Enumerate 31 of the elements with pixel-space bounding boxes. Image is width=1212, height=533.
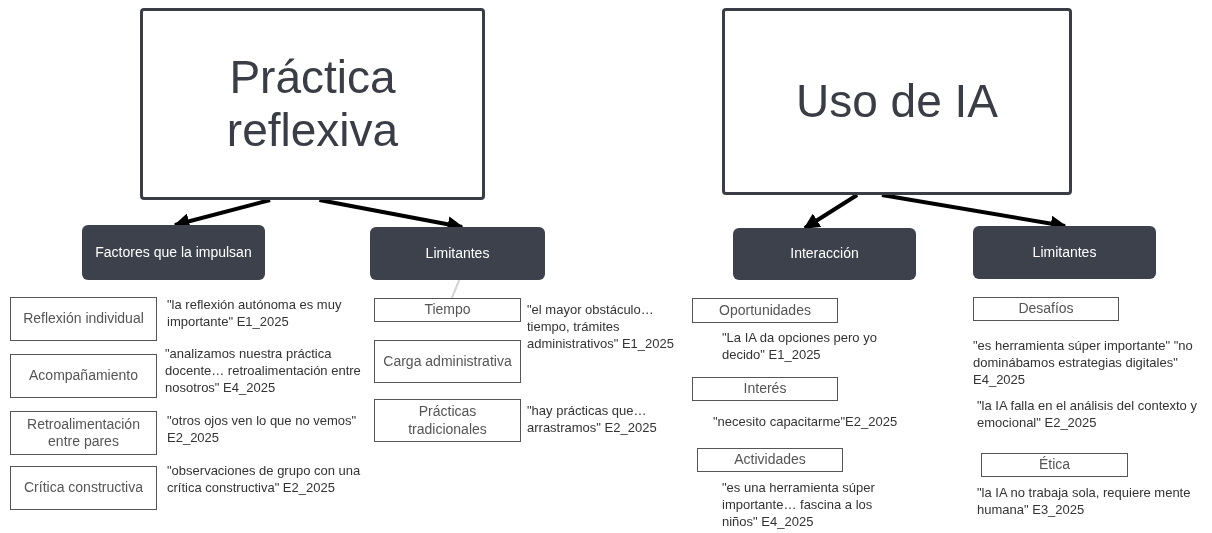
quote-text: "hay prácticas que… arrastramos" E2_2025 (527, 403, 658, 437)
subcategory-box: Prácticas tradicionales (374, 399, 521, 442)
quote-text: "la IA no trabaja sola, requiere mente humana" E3_2025 (977, 485, 1192, 519)
quote-text: "necesito capacitarme"E2_2025 (713, 414, 899, 431)
subcategory-box: Retroalimentación entre pares (10, 411, 157, 455)
subcategory-box: Actividades (697, 448, 843, 472)
quote-text: "La IA da opciones pero yo decido" E1_2025 (722, 330, 878, 364)
quote-text: "es una herramienta súper importante… fascina a los niños" E4_2025 (722, 480, 876, 531)
arrow (803, 193, 859, 230)
subcategory-box: Carga administrativa (374, 340, 521, 383)
subcategory-box: Interés (692, 377, 838, 401)
subcategory-box: Reflexión individual (10, 297, 157, 341)
subcategory-box: Tiempo (374, 298, 521, 322)
subcategory-box: Ética (981, 453, 1128, 477)
category-box: Limitantes (370, 227, 545, 280)
subcategory-box: Crítica constructiva (10, 466, 157, 510)
title-box: Uso de IA (722, 8, 1072, 195)
quote-text: "el mayor obstáculo… tiempo, trámites administrativos" E1_2025 (527, 302, 675, 353)
subcategory-box: Oportunidades (692, 298, 838, 323)
quote-text: "la IA falla en el análisis del contexto y emocional" E2_2025 (977, 398, 1198, 432)
quote-text: "observaciones de grupo con una crítica constructiva" E2_2025 (167, 463, 362, 497)
quote-text: "analizamos nuestra práctica docente… retroalimentación entre nosotros" E4_2025 (165, 346, 362, 397)
category-box: Factores que la impulsan (82, 225, 265, 280)
subcategory-box: Desafíos (973, 297, 1119, 321)
quote-text: "es herramienta súper importante" "no dominábamos estrategias digitales" E4_2025 (973, 338, 1194, 389)
quote-text: "otros ojos ven lo que no vemos" E2_2025 (167, 413, 358, 447)
category-box: Limitantes (973, 226, 1156, 279)
category-box: Interacción (733, 228, 916, 280)
quote-text: "la reflexión autónoma es muy importante" E1_2025 (167, 297, 343, 331)
title-box: Práctica reflexiva (140, 8, 485, 200)
subcategory-box: Acompañamiento (10, 354, 157, 398)
